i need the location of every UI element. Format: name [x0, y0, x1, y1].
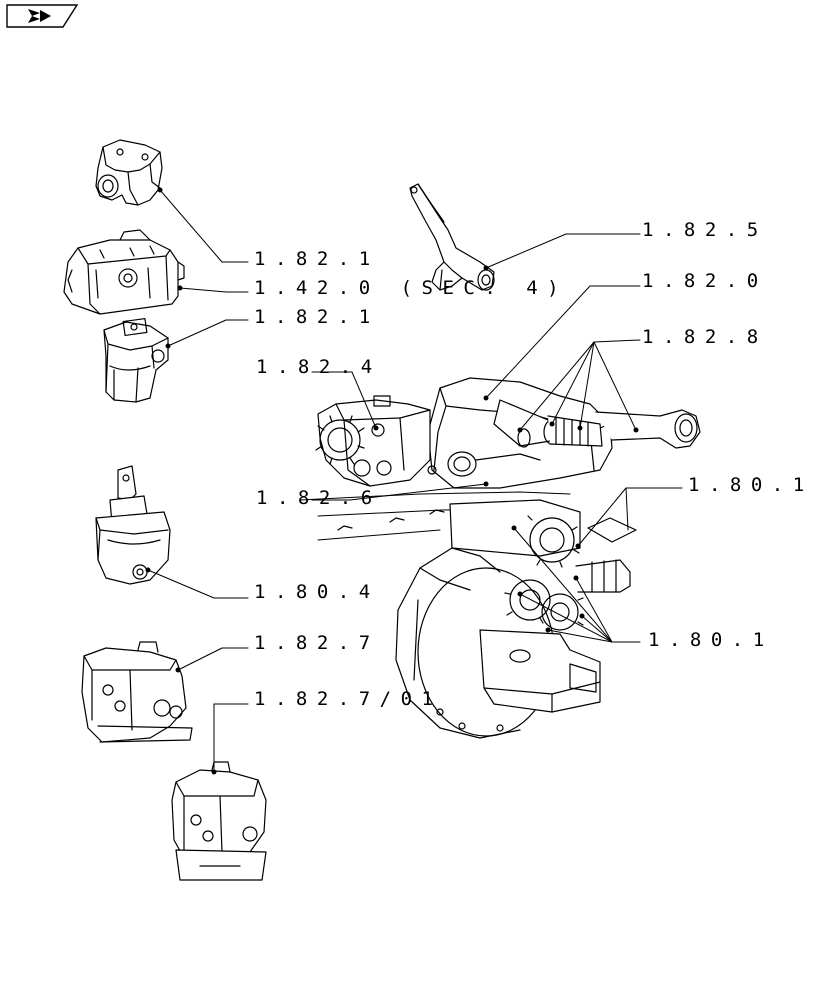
hydraulic-pump-part[interactable] — [63, 229, 185, 315]
callout-1-82-1-top[interactable]: 1.82.1 — [254, 248, 380, 270]
lift-housing-assembly[interactable] — [299, 377, 701, 541]
callout-1-82-7-01[interactable]: 1.82.7/01 — [254, 688, 443, 710]
leader-lines — [145, 187, 683, 775]
callout-1-82-0[interactable]: 1.82.0 — [642, 270, 768, 292]
distributor-valve-part[interactable] — [81, 641, 193, 743]
callout-1-80-4[interactable]: 1.80.4 — [254, 581, 380, 603]
callout-1-82-5[interactable]: 1.82.5 — [642, 219, 768, 241]
valve-body-part[interactable] — [95, 139, 163, 206]
callout-1-80-1-bot[interactable]: 1.80.1 — [648, 629, 774, 651]
callout-1-42-0[interactable]: 1.42.0 (SEC. 4) — [254, 277, 569, 299]
valve-cylinder-part[interactable] — [103, 317, 169, 403]
arrow-right-icon — [28, 9, 51, 23]
exploded-parts-diagram — [63, 139, 701, 881]
lift-arm-lever-part[interactable] — [409, 183, 495, 291]
distributor-valve-variant-part[interactable] — [171, 761, 267, 881]
solenoid-valve-part[interactable] — [95, 465, 171, 585]
callout-1-82-6[interactable]: 1.82.6 — [256, 487, 382, 509]
callout-1-82-7[interactable]: 1.82.7 — [254, 632, 380, 654]
callout-1-82-4[interactable]: 1.82.4 — [256, 356, 382, 378]
nav-arrow-button[interactable] — [6, 4, 79, 28]
callout-1-82-1-mid[interactable]: 1.82.1 — [254, 306, 380, 328]
callout-1-82-8[interactable]: 1.82.8 — [642, 326, 768, 348]
callout-1-80-1-top[interactable]: 1.80.1 — [688, 474, 814, 496]
